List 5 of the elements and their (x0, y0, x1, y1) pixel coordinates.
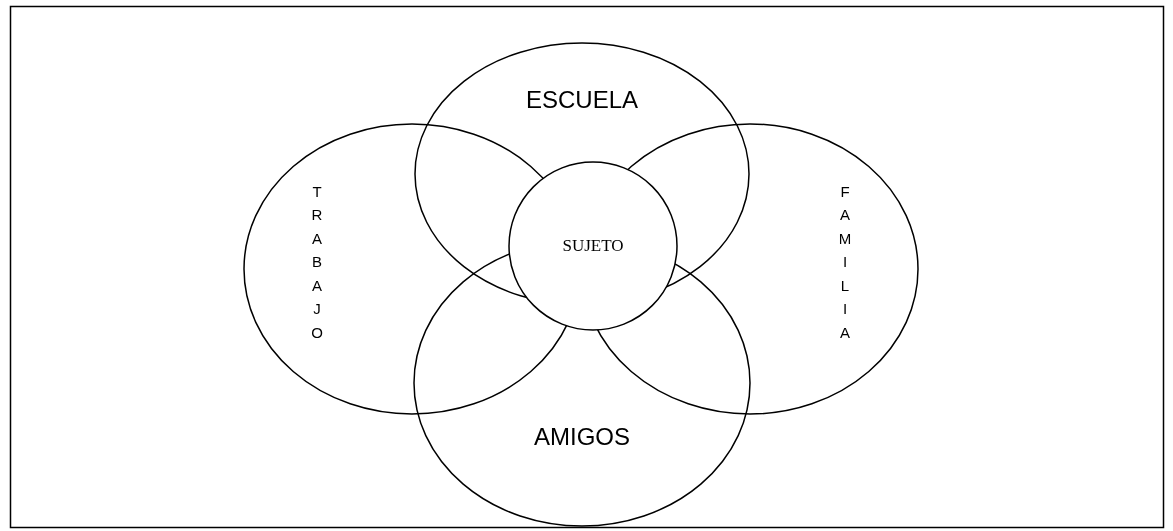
circle-label: FAMILIA (837, 181, 853, 343)
circle-label: SUJETO (562, 236, 624, 256)
circle-label: ESCUELA (526, 86, 639, 114)
circle-label: TRABAJO (310, 181, 324, 343)
circle-label: AMIGOS (534, 423, 630, 451)
